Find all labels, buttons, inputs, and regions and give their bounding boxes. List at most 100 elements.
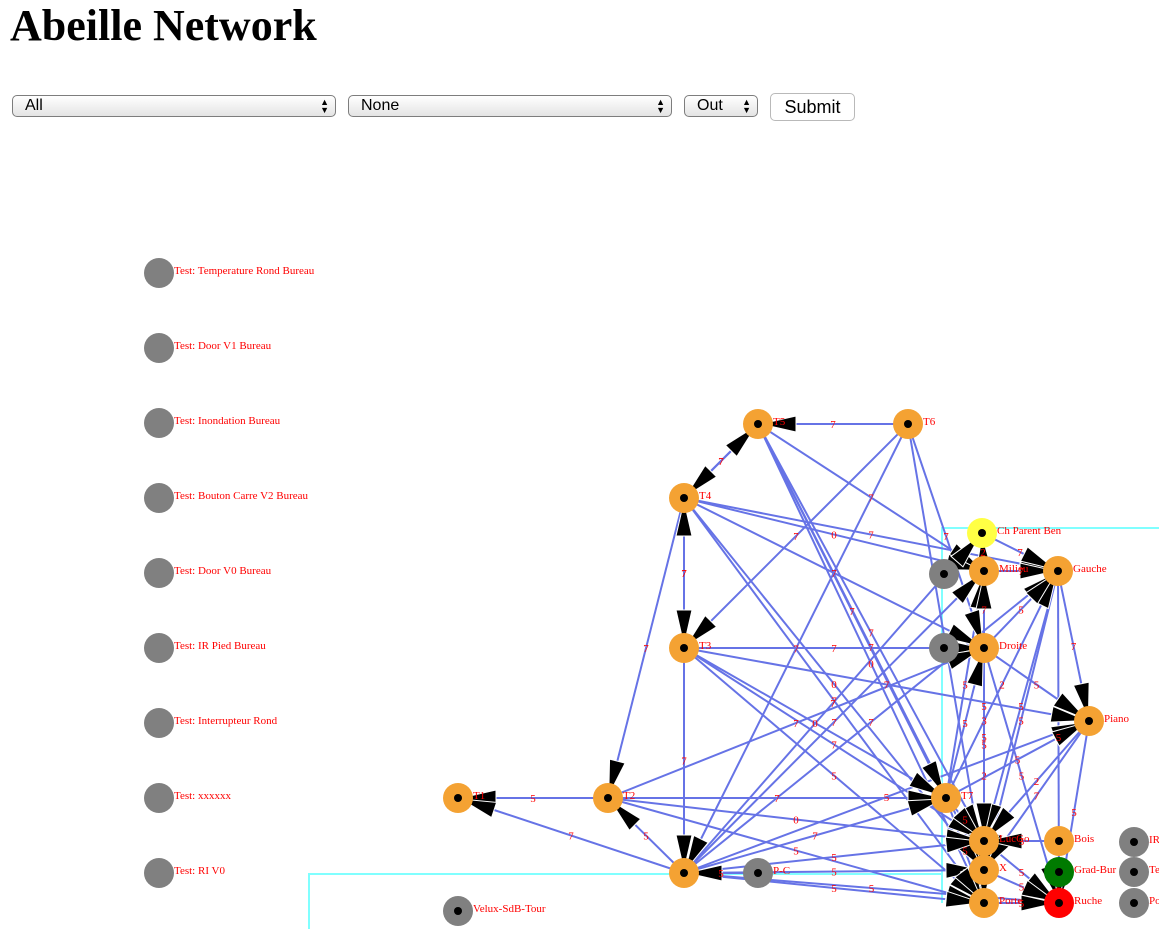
lqi-label: 7 [868,642,874,654]
second-select[interactable]: None ▲▼ [348,95,672,117]
node-pc[interactable]: P-C [743,858,790,888]
node-label: Bois [1074,833,1094,845]
lqi-label: 2 [1034,776,1040,788]
coordinator-link-ruche-veluxsdb [308,873,942,929]
node-bois[interactable]: Bois [1044,826,1094,856]
node-t6[interactable]: T6 [893,409,936,439]
test-node[interactable]: Test: Door V0 Bureau [144,558,272,588]
node-t2[interactable]: T2 [593,783,635,813]
link-t4-milieu [683,497,985,572]
link-t3-lucgo [683,647,985,842]
link-t2-porte [607,797,985,904]
link-arrow-droite-milieu [975,573,993,610]
node-x[interactable]: X [969,855,1007,885]
test-node-label: Test: xxxxxx [174,790,231,802]
lqi-label: 5 [1018,605,1024,617]
lqi-label: 7 [868,628,874,640]
node-veluxsdb[interactable]: Velux-SdB-Tour [443,896,546,926]
node-label: LucGo [999,833,1030,845]
node-label: IR [1149,834,1159,846]
node-droite[interactable]: Droite [969,633,1027,663]
lqi-label: 5 [1015,755,1021,767]
direction-select[interactable]: Out ▲▼ [684,95,758,117]
lqi-label: 5 [793,846,799,858]
link-arrow-milieu-lucgo [975,802,993,839]
second-select-value: None [361,97,400,114]
link-t3-piano [683,647,1090,722]
node-t8[interactable] [669,858,699,888]
node-select[interactable]: All ▲▼ [12,95,336,117]
node-g1[interactable] [929,559,959,589]
lqi-label: 7 [681,568,687,580]
test-node[interactable]: Test: RI V0 [144,858,225,888]
node-label: T6 [923,416,936,428]
node-circle[interactable] [144,708,174,738]
node-circle[interactable] [144,858,174,888]
test-node[interactable]: Test: Bouton Carre V2 Bureau [144,483,309,513]
node-circle[interactable] [144,783,174,813]
node-t5[interactable]: T5 [743,409,786,439]
test-node-label: Test: RI V0 [174,865,225,877]
lqi-label: 5 [1019,836,1025,848]
test-node[interactable]: Test: xxxxxx [144,783,231,813]
lqi-label: 5 [1056,732,1062,744]
node-label: Milieu [999,563,1029,575]
lqi-label: 0 [831,530,837,542]
node-center-dot [1130,838,1138,846]
test-node[interactable]: Test: Temperature Rond Bureau [144,258,315,288]
node-t3[interactable]: T3 [669,633,712,663]
lqi-label: 5 [962,846,968,858]
node-t1[interactable]: T1 [443,783,485,813]
node-t7[interactable]: T7 [931,783,974,813]
node-center-dot [1130,899,1138,907]
link-t4-t2 [607,497,685,799]
node-circle[interactable] [144,408,174,438]
node-circle[interactable] [144,633,174,663]
node-circle[interactable] [144,483,174,513]
node-gradbur[interactable]: Grad-Bur [1044,857,1116,887]
node-center-dot [1055,868,1063,876]
node-label: T3 [699,640,712,652]
node-porte[interactable]: Porte [969,888,1022,918]
node-center-dot [980,837,988,845]
node-center-dot [680,869,688,877]
node-po[interactable]: Po [1119,888,1159,918]
lqi-label: 7 [793,531,799,543]
node-label: Ruche [1074,895,1102,907]
node-ir[interactable]: IR [1119,827,1159,857]
node-ruche[interactable]: Ruche [1044,888,1102,918]
node-label: T5 [773,416,786,428]
node-piano[interactable]: Piano [1074,706,1130,736]
lqi-label: 0 [812,718,818,730]
node-label: Porte [999,895,1022,907]
link-t8-piano [683,720,1090,874]
node-circle[interactable] [144,258,174,288]
node-te[interactable]: Te [1119,857,1159,887]
test-node[interactable]: Test: Interrupteur Rond [144,708,278,738]
node-chparent[interactable]: Ch Parent Ben [967,518,1062,548]
link-t6-droite [907,423,985,649]
link-arrow-bois-lucgo [986,832,1023,850]
lqi-label: 7 [884,680,890,692]
test-node[interactable]: Test: Door V1 Bureau [144,333,272,363]
node-gauche[interactable]: Gauche [1043,556,1107,586]
node-circle[interactable] [144,333,174,363]
test-node-label: Test: Temperature Rond Bureau [174,265,315,277]
lqi-label: 7 [793,718,799,730]
node-circle[interactable] [144,558,174,588]
lqi-label: 5 [831,771,837,783]
node-t4[interactable]: T4 [669,483,712,513]
test-node[interactable]: Test: Inondation Bureau [144,408,281,438]
node-select-value: All [25,97,43,114]
link-arrow-pc-t8 [686,864,723,882]
test-node-label: Test: Bouton Carre V2 Bureau [174,490,309,502]
node-g2[interactable] [929,633,959,663]
node-lucgo[interactable]: LucGo [969,826,1030,856]
submit-button[interactable]: Submit [770,93,855,121]
lqi-label: 7 [830,698,836,710]
test-node[interactable]: Test: IR Pied Bureau [144,633,266,663]
link-arrow-porte-ruche [1020,894,1057,912]
node-milieu[interactable]: Milieu [969,556,1029,586]
lqi-label: 5 [643,831,649,843]
lqi-label: 5 [962,718,968,730]
